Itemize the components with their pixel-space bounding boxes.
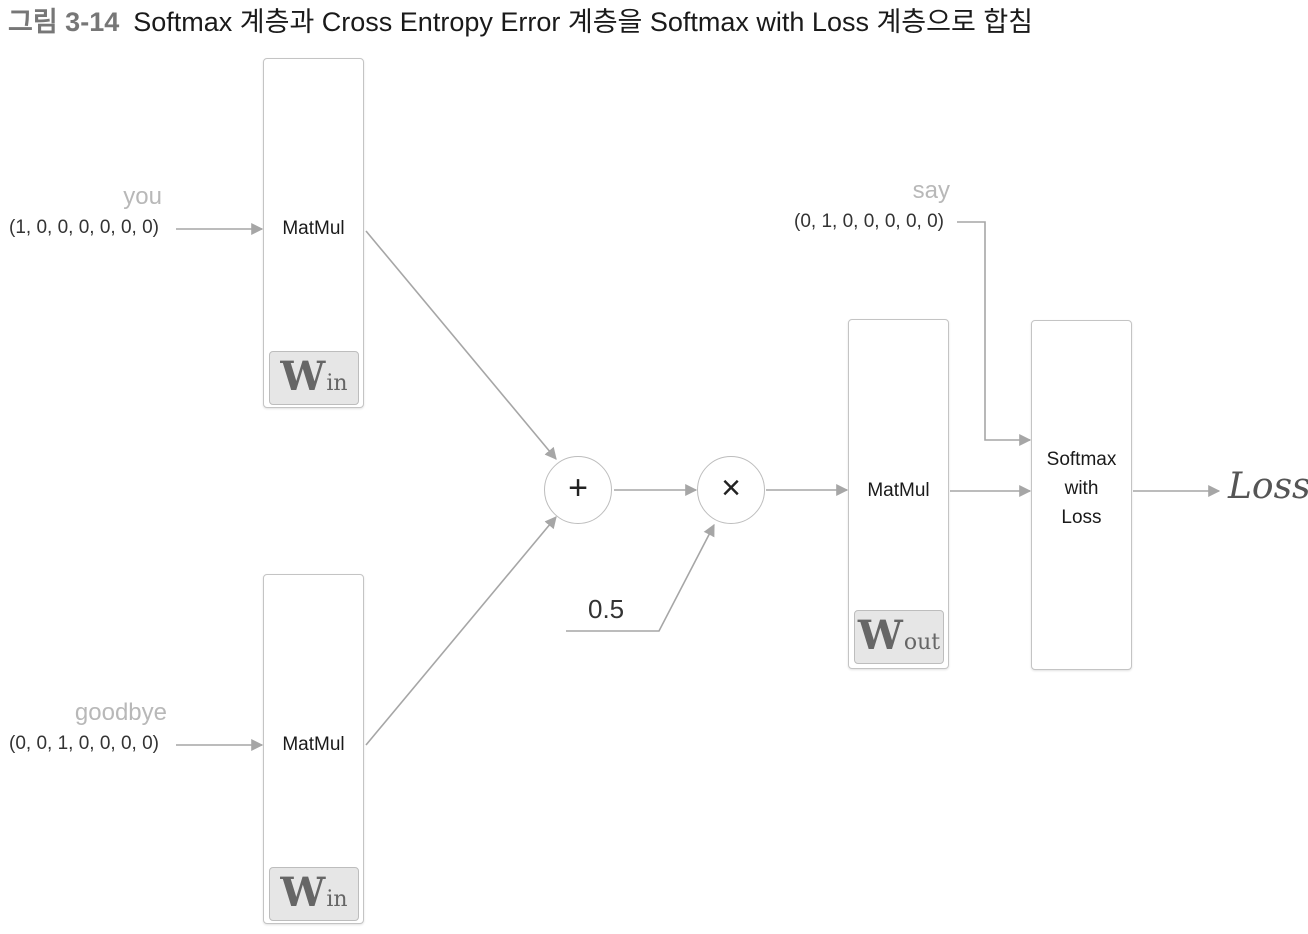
weight-subscript: in — [326, 371, 348, 396]
context-vector-goodbye: (0, 0, 1, 0, 0, 0, 0) — [9, 733, 159, 754]
weight-subscript: out — [903, 630, 941, 655]
figure-title: Softmax 계층과 Cross Entropy Error 계층을 Soft… — [133, 7, 1033, 37]
weight-w-in-badge: Win — [269, 351, 359, 405]
scale-constant: 0.5 — [588, 594, 625, 624]
softmax-with-loss-label: Softmax with Loss — [1032, 445, 1131, 532]
matmul-in-layer-1: MatMul Win — [263, 58, 364, 408]
target-vector-say: (0, 1, 0, 0, 0, 0, 0) — [794, 211, 944, 232]
softmax-label-line3: Loss — [1061, 507, 1102, 528]
wire-target-to-softmax — [957, 221, 1032, 446]
weight-symbol: W — [857, 612, 903, 659]
matmul-label: MatMul — [282, 734, 345, 755]
wire-scale-to-mul — [566, 523, 715, 632]
matmul-in-layer-2: MatMul Win — [263, 574, 364, 924]
softmax-label-line2: with — [1064, 478, 1099, 499]
context-word-you: you — [123, 183, 162, 210]
weight-w-in-badge: Win — [269, 867, 359, 921]
multiply-node: × — [697, 456, 765, 524]
softmax-with-loss-layer: Softmax with Loss — [1031, 320, 1132, 670]
weight-symbol: W — [280, 353, 326, 400]
weight-subscript: in — [326, 887, 348, 912]
context-word-goodbye: goodbye — [74, 699, 167, 726]
wire-matmul1-to-add — [365, 230, 557, 460]
figure-caption: 그림 3-14 Softmax 계층과 Cross Entropy Error 계… — [8, 4, 1033, 40]
add-node: + — [544, 456, 612, 524]
matmul-out-layer: MatMul Wout — [848, 319, 949, 669]
matmul-label: MatMul — [282, 218, 345, 239]
context-vector-you: (1, 0, 0, 0, 0, 0, 0) — [9, 217, 159, 238]
weight-symbol: W — [280, 869, 326, 916]
figure-number: 그림 3-14 — [8, 7, 120, 37]
softmax-label-line1: Softmax — [1046, 449, 1117, 470]
matmul-label: MatMul — [867, 480, 930, 501]
target-word-say: say — [912, 177, 950, 204]
loss-output: Loss — [1228, 466, 1308, 507]
wire-matmul2-to-add — [365, 516, 557, 746]
weight-w-out-badge: Wout — [854, 610, 944, 664]
